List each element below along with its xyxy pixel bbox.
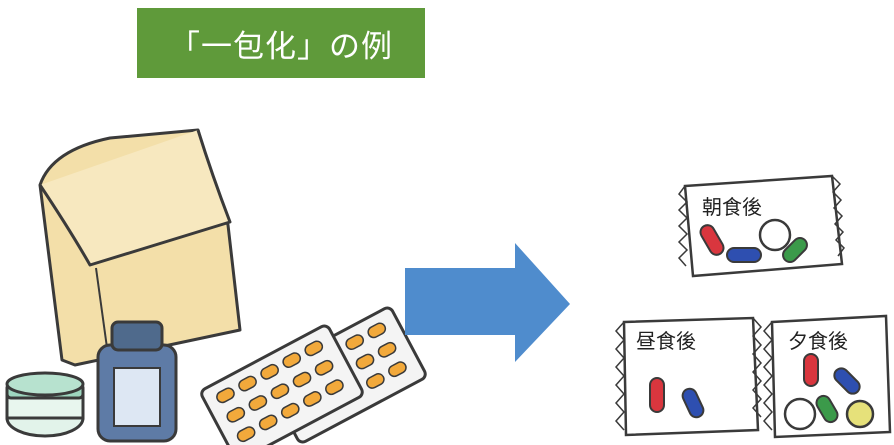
right-arrow-icon	[405, 243, 570, 362]
capsule	[304, 340, 324, 357]
capsule	[366, 373, 385, 389]
capsule	[238, 375, 257, 392]
blister-pack-icon	[200, 306, 427, 445]
ointment-jar-icon	[5, 371, 85, 438]
capsule	[226, 406, 246, 423]
medicine-bag-icon	[38, 128, 242, 367]
capsule	[258, 414, 278, 431]
capsule	[388, 361, 407, 378]
blister-pack	[200, 324, 364, 445]
capsule	[292, 371, 312, 388]
packet-label: 夕食後	[788, 329, 848, 353]
medicine-packet: 朝食後	[677, 174, 845, 278]
capsule	[216, 387, 235, 404]
capsule	[325, 379, 344, 396]
capsule	[248, 395, 268, 411]
capsule	[345, 334, 365, 350]
capsule	[282, 352, 302, 368]
medicine-packet: 昼食後	[614, 316, 763, 437]
capsule	[367, 322, 387, 339]
capsule	[260, 363, 279, 380]
capsule	[270, 383, 290, 400]
page-title: 「一包化」の例	[137, 8, 425, 78]
capsule	[377, 341, 397, 358]
capsule	[280, 402, 300, 419]
packet-label: 昼食後	[636, 329, 696, 353]
capsule	[355, 353, 375, 370]
capsule	[236, 426, 256, 443]
packet-label: 朝食後	[702, 195, 762, 219]
capsule	[303, 391, 322, 407]
capsule	[314, 359, 334, 376]
medicine-bottle-icon	[96, 320, 178, 443]
medicine-packet: 夕食後	[762, 314, 892, 439]
